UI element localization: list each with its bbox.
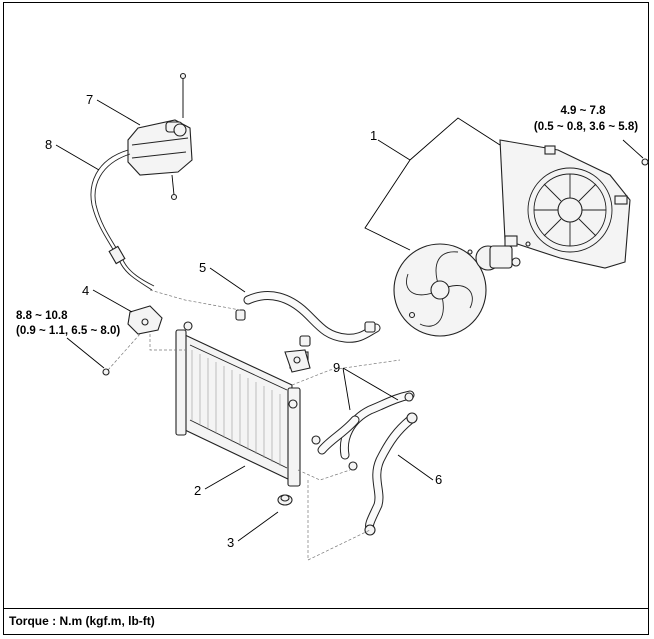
routing-lines xyxy=(149,289,401,561)
callout-1: 1 xyxy=(370,128,377,143)
callout-2: 2 xyxy=(194,483,201,498)
fan-blade xyxy=(393,243,487,337)
torque-spec-bracket-line1: 8.8 ~ 10.8 xyxy=(16,310,68,322)
callout-6: 6 xyxy=(435,472,442,487)
footer-divider xyxy=(3,608,649,609)
radiator xyxy=(175,321,309,487)
overflow-hose xyxy=(90,149,155,291)
callout-4: 4 xyxy=(82,283,89,298)
torque-spec-bracket-line2: (0.9 ~ 1.1, 6.5 ~ 8.0) xyxy=(16,325,120,337)
callout-5: 5 xyxy=(199,260,206,275)
radiator-upper-mount xyxy=(284,349,311,373)
small-coolant-hose xyxy=(311,390,415,471)
torque-spec-fan: 4.9 ~ 7.8 (0.5 ~ 0.8, 3.6 ~ 5.8) xyxy=(534,105,638,133)
callout-3: 3 xyxy=(227,535,234,550)
leader-lines xyxy=(55,99,644,542)
callout-labels: 1 2 3 4 5 6 7 8 9 xyxy=(45,92,442,550)
reservoir-tank xyxy=(127,72,193,201)
torque-spec-bracket: 8.8 ~ 10.8 (0.9 ~ 1.1, 6.5 ~ 8.0) xyxy=(16,310,120,337)
torque-units-note: Torque : N.m (kgf.m, lb-ft) xyxy=(9,614,155,628)
upper-radiator-hose xyxy=(235,291,381,347)
fan-motor xyxy=(467,235,531,271)
torque-spec-fan-line1: 4.9 ~ 7.8 xyxy=(560,105,606,117)
fan-blade-bolt xyxy=(408,311,416,319)
callout-9: 9 xyxy=(333,360,340,375)
drain-plug xyxy=(277,494,293,506)
lower-radiator-hose xyxy=(364,412,418,536)
torque-spec-fan-line2: (0.5 ~ 0.8, 3.6 ~ 5.8) xyxy=(534,121,638,133)
fan-shroud-bolt xyxy=(641,158,649,166)
callout-7: 7 xyxy=(86,92,93,107)
callout-8: 8 xyxy=(45,137,52,152)
radiator-bracket xyxy=(102,305,163,376)
fan-shroud xyxy=(499,139,631,269)
